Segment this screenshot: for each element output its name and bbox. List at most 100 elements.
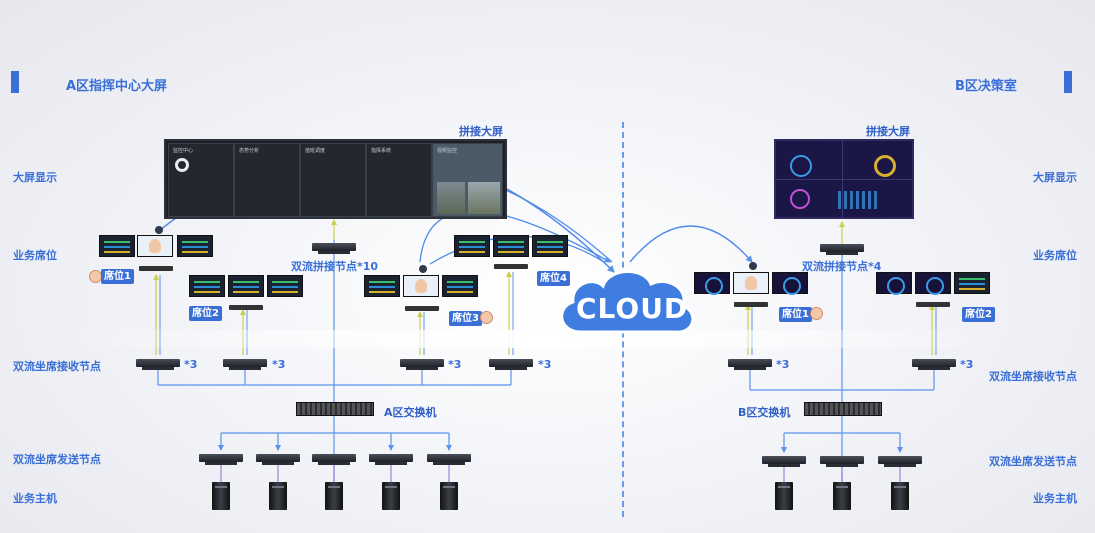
a-receive-node [400,359,444,370]
seat-monitor [876,272,912,295]
keyboard [229,305,263,310]
gauge-icon [175,158,189,172]
a-switch [296,402,374,416]
seat-monitor [403,275,439,297]
a-zone-title: A区指挥中心大屏 [66,79,168,94]
receive-node-count: *3 [184,358,198,371]
a-send-node [369,454,413,465]
receive-node-count: *3 [538,358,552,371]
cloud-label: CLOUD [576,292,689,325]
server-tower-icon [325,482,343,510]
dashboard-ring [874,155,896,177]
a-receive-node [489,359,533,370]
keyboard [405,306,439,311]
b-send-node [762,456,806,467]
seat-monitor [954,272,990,294]
server-tower-icon [212,482,230,510]
camera-icon [155,226,163,234]
video-feed [468,182,500,214]
b-switch [804,402,882,416]
a-send-node [427,454,471,465]
server-tower-icon [382,482,400,510]
a-receive-node [223,359,267,370]
seat-monitor [454,235,490,257]
right-label-business-seat: 业务席位 [1033,249,1077,262]
camera-icon [749,262,757,270]
a-splice-node-label: 双流拼接节点*10 [291,260,379,273]
glow-band [60,330,1020,348]
a-splice-screen-label: 拼接大屏 [459,125,503,138]
seat-monitor [532,235,568,257]
left-label-send-node: 双流坐席发送节点 [13,453,101,466]
a-send-node [312,454,356,465]
a-send-node [199,454,243,465]
b-send-node [820,456,864,467]
left-label-host: 业务主机 [13,492,57,505]
person-icon [480,311,493,324]
a-seat-3-tag: 席位3 [449,311,482,326]
keyboard [734,302,768,307]
cloud-icon [560,270,695,334]
b-send-node [878,456,922,467]
seat-monitor [733,272,769,294]
screen-divider [776,179,912,180]
server-tower-icon [833,482,851,510]
video-feed [437,182,465,214]
receive-node-count: *3 [960,358,974,371]
seat-monitor [177,235,213,257]
screen-panel: 态势分析 [234,143,300,217]
a-splice-node [312,243,356,254]
b-title-marker [1064,71,1072,93]
seat-monitor [915,272,951,295]
b-seat-2-tag: 席位2 [962,307,995,322]
receive-node-count: *3 [272,358,286,371]
right-label-host: 业务主机 [1033,492,1077,505]
left-label-receive-node: 双流坐席接收节点 [13,360,101,373]
a-seat-2-tag: 席位2 [189,306,222,321]
right-label-send-node: 双流坐席发送节点 [989,455,1077,468]
seat-monitor [99,235,135,257]
a-seat-1-tag: 席位1 [101,269,134,284]
receive-node-count: *3 [776,358,790,371]
left-label-business-seat: 业务席位 [13,249,57,262]
left-label-big-screen: 大屏显示 [13,171,57,184]
seat-monitor [189,275,225,297]
keyboard [916,302,950,307]
seat-monitor [137,235,173,257]
dashboard-ring [790,155,812,177]
seat-monitor [442,275,478,297]
a-splice-screen: 监控中心 态势分析 值班调度 指挥系统 视频监控 [164,139,507,219]
right-label-receive-node: 双流坐席接收节点 [989,370,1077,383]
receive-node-count: *3 [448,358,462,371]
server-tower-icon [775,482,793,510]
a-title-marker [11,71,19,93]
seat-monitor [694,272,730,295]
b-seat-1-tag: 席位1 [779,307,812,322]
b-splice-node [820,244,864,255]
keyboard [139,266,173,271]
a-send-node [256,454,300,465]
server-tower-icon [891,482,909,510]
a-seat-4-tag: 席位4 [537,271,570,286]
seat-monitor [364,275,400,297]
camera-icon [419,265,427,273]
seat-monitor [228,275,264,297]
screen-panel: 监控中心 [168,143,234,217]
b-receive-node [728,359,772,370]
screen-panel: 值班调度 [300,143,366,217]
right-label-big-screen: 大屏显示 [1033,171,1077,184]
b-splice-screen [774,139,914,219]
keyboard [494,264,528,269]
dashboard-bars [838,191,878,209]
screen-panel: 指挥系统 [366,143,432,217]
a-switch-label: A区交换机 [384,406,437,419]
b-zone-title: B区决策室 [955,79,1017,94]
screen-panel: 视频监控 [432,143,503,217]
b-switch-label: B区交换机 [738,406,791,419]
server-tower-icon [440,482,458,510]
seat-monitor [267,275,303,297]
seat-monitor [493,235,529,257]
b-splice-screen-label: 拼接大屏 [866,125,910,138]
seat-monitor [772,272,808,295]
